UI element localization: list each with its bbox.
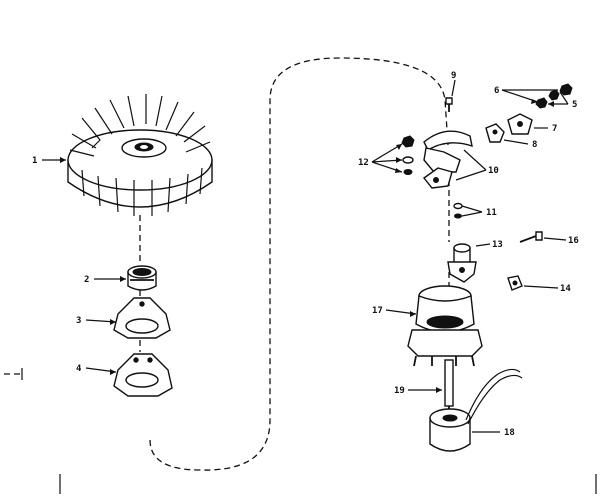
part-housing	[407, 285, 483, 367]
callout-1: 1	[32, 156, 37, 166]
callout-labels: 1 2 3 4 5 6 7 8 9 10 11 12 13 14 16 17 1…	[32, 71, 579, 438]
part-motor	[429, 368, 523, 452]
callout-9: 9	[451, 71, 456, 81]
callout-5: 5	[572, 100, 577, 110]
callout-6: 6	[494, 86, 499, 96]
callout-7: 7	[552, 124, 557, 134]
callout-17: 17	[372, 306, 383, 316]
part-bracket	[507, 113, 533, 135]
callout-13: 13	[492, 240, 503, 250]
callout-18: 18	[504, 428, 515, 438]
part-screw	[519, 231, 543, 243]
part-plate-lower	[113, 353, 173, 397]
part-cam-plates	[422, 130, 473, 189]
part-plate-upper	[113, 297, 171, 339]
callout-4: 4	[76, 364, 82, 374]
callout-12: 12	[358, 158, 369, 168]
callout-14: 14	[560, 284, 571, 294]
callout-2: 2	[84, 275, 89, 285]
callout-10: 10	[488, 166, 499, 176]
part-flywheel	[67, 94, 213, 216]
callout-3: 3	[76, 316, 81, 326]
part-washers-small	[453, 202, 463, 219]
part-nuts-top	[535, 83, 573, 109]
part-collar	[127, 265, 157, 291]
assembly-dashed-loop	[149, 57, 449, 471]
callout-16: 16	[568, 236, 579, 246]
part-block	[507, 275, 523, 291]
part-bearing-cap	[447, 243, 477, 283]
part-nut-washers	[401, 135, 415, 175]
callout-11: 11	[486, 208, 497, 218]
callout-8: 8	[532, 140, 537, 150]
part-pin	[445, 97, 453, 112]
part-clip	[485, 123, 505, 143]
callout-19: 19	[394, 386, 405, 396]
leader-arrowheads	[60, 99, 554, 393]
